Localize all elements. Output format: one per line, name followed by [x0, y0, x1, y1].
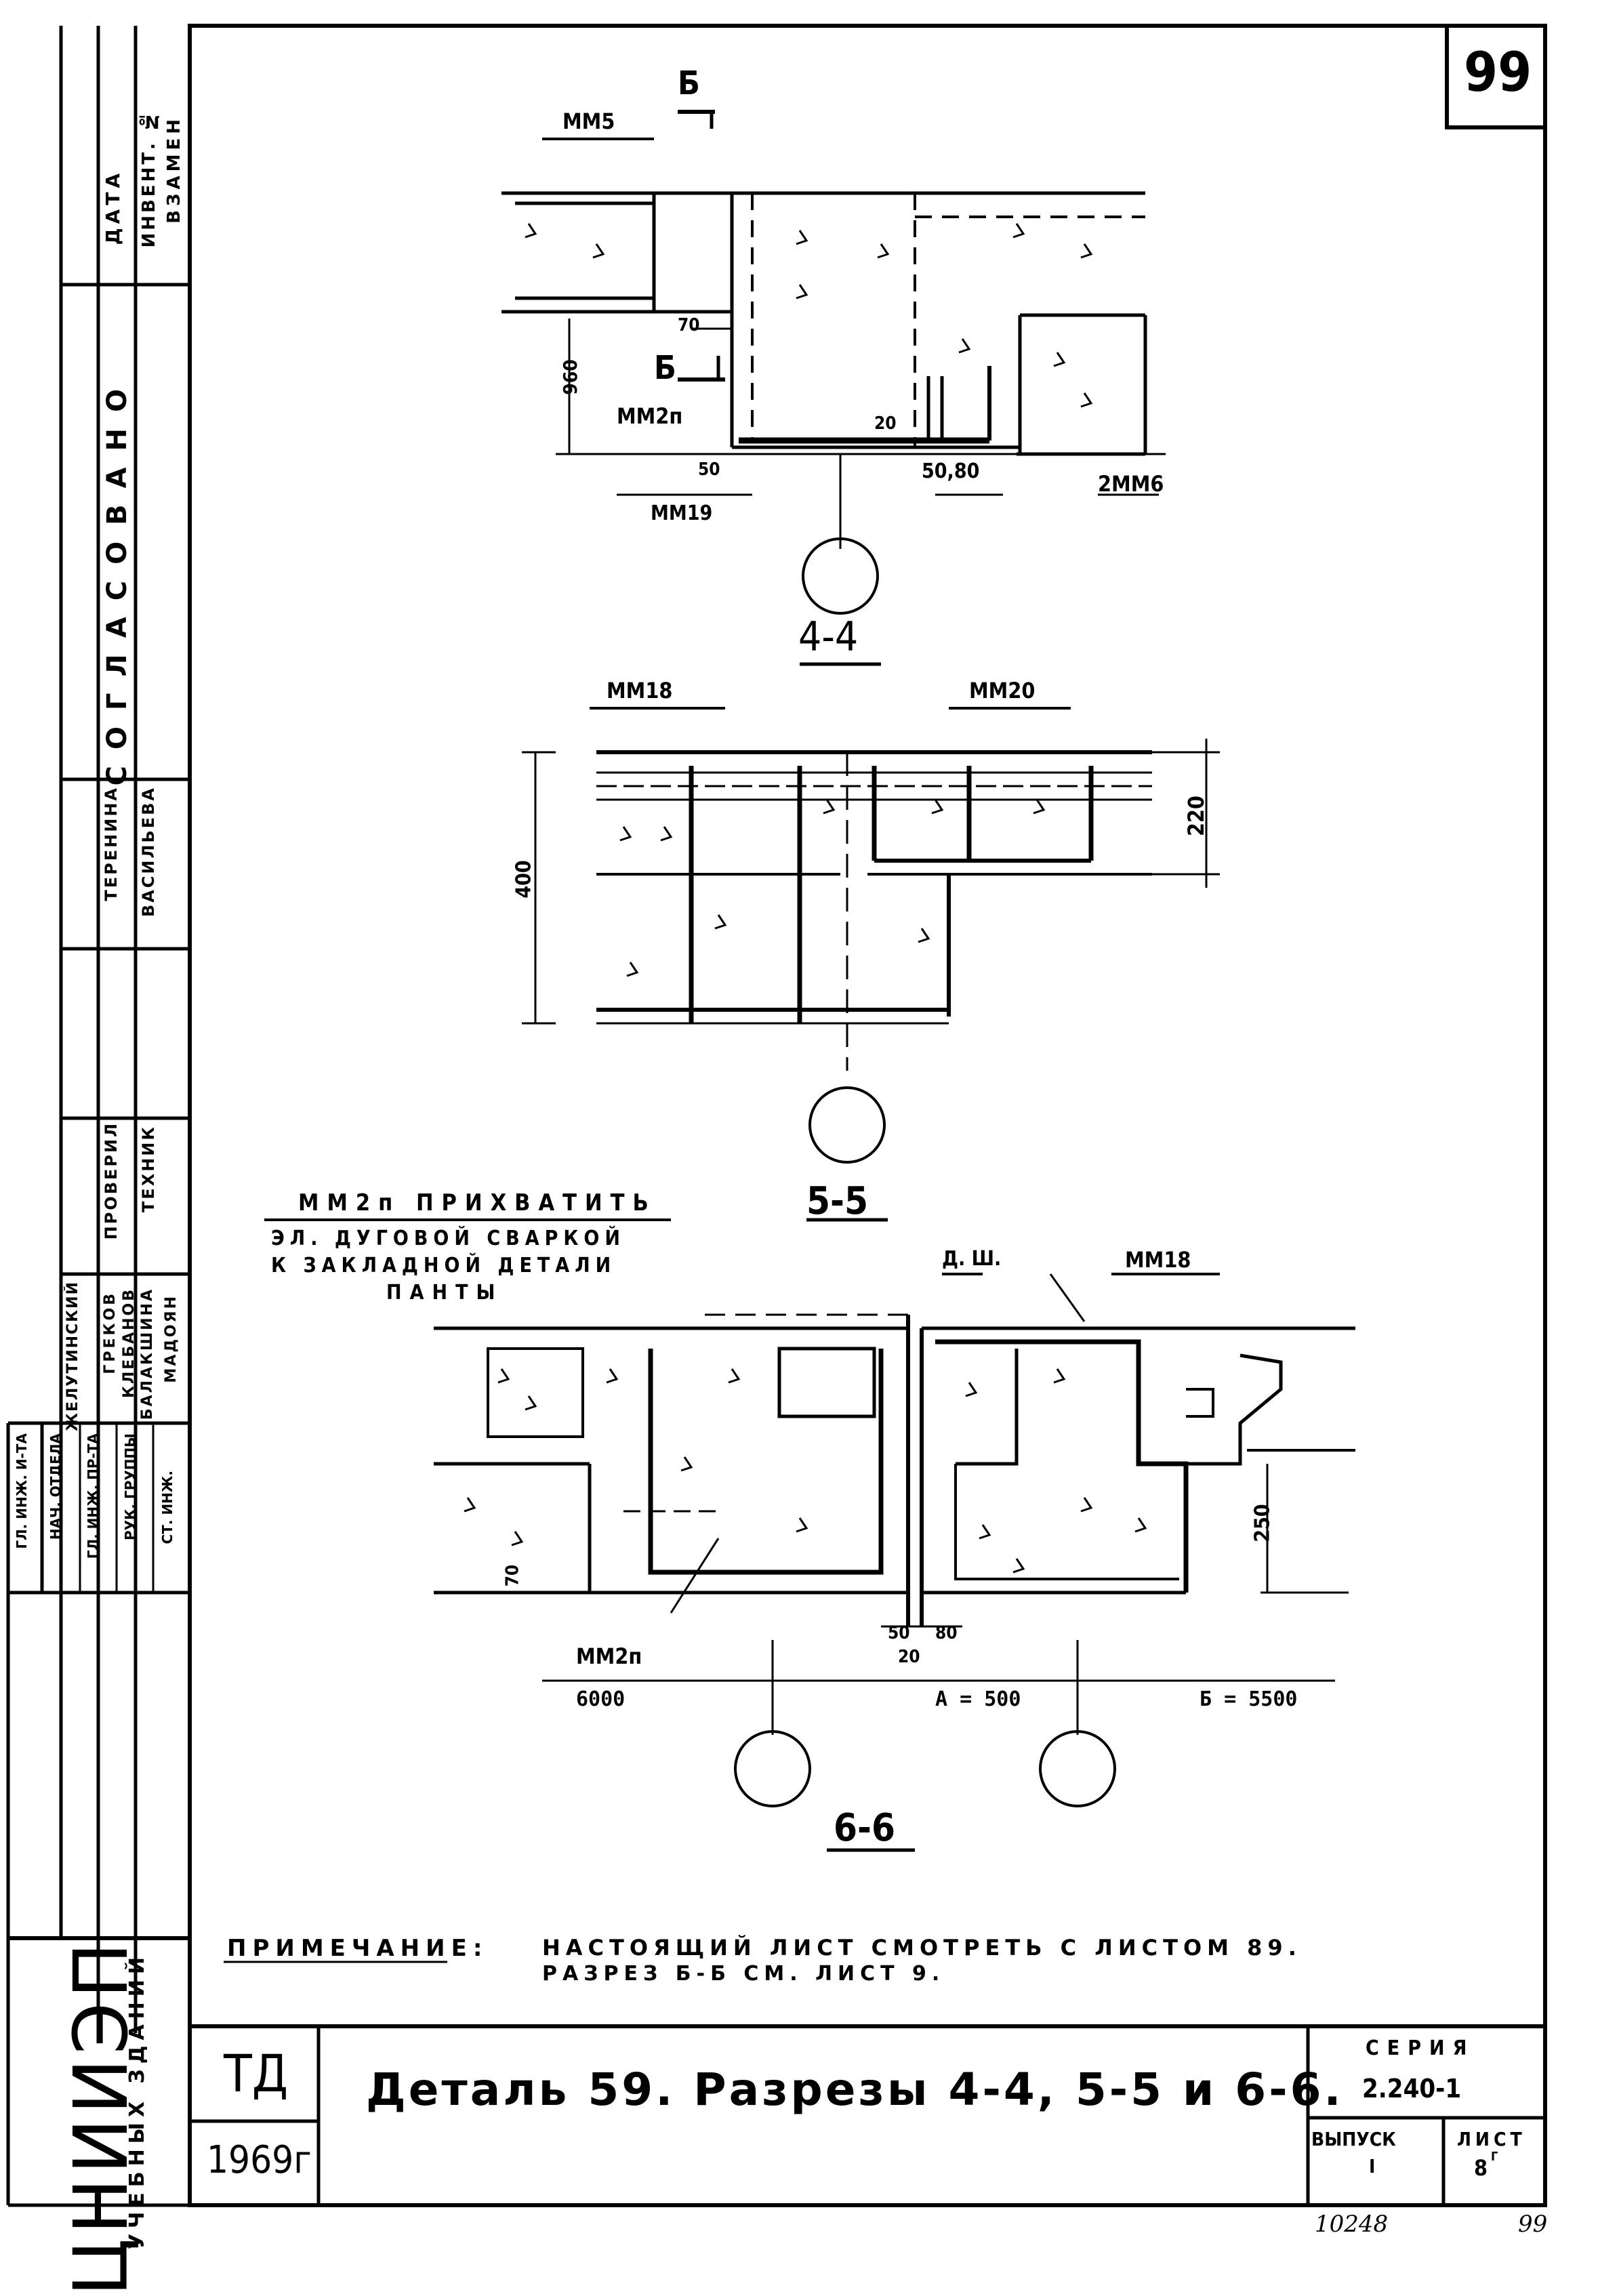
stamp-code: ТД: [224, 2043, 289, 2104]
sheet-frame: [188, 24, 1547, 2207]
dim-50: 50: [698, 459, 720, 480]
tag-mm20: ММ20: [969, 678, 1036, 703]
sheet-suffix: Г: [1491, 2150, 1498, 2164]
tag-dsh: Д. Ш.: [942, 1247, 1002, 1271]
weld-note-line-4: ПАНТЫ: [386, 1281, 504, 1305]
strip-name-vasilyeva: ВАСИЛЬЕВА: [139, 786, 158, 918]
axis-6000: 6000: [576, 1687, 626, 1711]
weld-note-line-2: ЭЛ. ДУГОВОЙ СВАРКОЙ: [271, 1227, 626, 1250]
series-value: 2.240-1: [1362, 2074, 1462, 2104]
series-label: СЕРИЯ: [1366, 2036, 1475, 2060]
section-4-4-label: 4-4: [798, 613, 859, 661]
issue-value: I: [1369, 2155, 1376, 2177]
strip-position-5: СТ. ИНЖ.: [159, 1471, 176, 1544]
note-line-1: НАСТОЯЩИЙ ЛИСТ СМОТРЕТЬ С ЛИСТОМ 89.: [542, 1935, 1302, 1961]
tag-mm18-s66: ММ18: [1125, 1247, 1191, 1273]
section-4-4-drawing: [501, 110, 1166, 666]
issue-label: ВЫПУСК: [1311, 2128, 1396, 2150]
section-5-5-label: 5-5: [806, 1179, 869, 1223]
stamp-year: 1969г: [207, 2138, 312, 2182]
weld-note-line-1: ММ2п ПРИХВАТИТЬ: [298, 1189, 657, 1216]
strip-staff-2: ГРЕКОВ: [102, 1291, 119, 1374]
sheet-label: ЛИСТ: [1457, 2128, 1526, 2150]
strip-staff-1: ЖЕЛУТИНСКИЙ: [64, 1281, 81, 1431]
strip-staff-3: КЛЕБАНОВ: [121, 1288, 138, 1398]
sheet-number: 99: [1464, 41, 1532, 104]
drawing-title: Деталь 59. Разрезы 4-4, 5-5 и 6-6.: [366, 2064, 1344, 2116]
tag-2mm6: 2ММ6: [1098, 471, 1164, 497]
strip-role-technician: ТЕХНИК: [139, 1125, 158, 1213]
dim-50-s66: 50: [888, 1623, 910, 1643]
sheet-value: 8: [1474, 2155, 1488, 2181]
dim-80-s66: 80: [935, 1623, 958, 1643]
strip-staff-5: МАДОЯН: [163, 1294, 180, 1383]
axis-a-500: А = 500: [935, 1687, 1021, 1711]
dim-70-s66: 70: [502, 1564, 523, 1587]
axis-b-5500: Б = 5500: [1200, 1687, 1298, 1711]
strip-staff-4: БАЛАКШИНА: [139, 1288, 156, 1420]
cut-b-top: Б: [678, 64, 700, 102]
org-subtitle: УЧЕБНЫХ ЗДАНИЙ: [125, 1952, 149, 2250]
dim-400: 400: [512, 860, 536, 899]
strip-inventory-label: ИНВЕНТ. №: [139, 108, 159, 248]
strip-position-2: НАЧ. ОТДЕЛА: [47, 1433, 64, 1540]
footer-page-number: 99: [1518, 2211, 1548, 2238]
note-line-2: РАЗРЕЗ Б-Б СМ. ЛИСТ 9.: [542, 1962, 945, 1986]
dim-20-s66: 20: [898, 1647, 920, 1667]
tag-mm18: ММ18: [607, 678, 673, 703]
dim-960: 960: [558, 359, 581, 395]
strip-agreed-label: СОГЛАСОВАНО: [102, 373, 133, 786]
section-5-5-drawing: [522, 707, 1220, 1222]
section-6-6-label: 6-6: [834, 1806, 896, 1850]
dim-220: 220: [1183, 795, 1210, 837]
dim-20: 20: [874, 413, 897, 434]
footer-archive-number: 10248: [1315, 2211, 1389, 2238]
weld-note-line-3: К ЗАКЛАДНОЙ ДЕТАЛИ: [271, 1254, 617, 1277]
strip-position-4: РУК. ГРУППЫ: [122, 1433, 138, 1541]
dim-70: 70: [678, 315, 700, 335]
strip-date-label: ДАТА: [102, 169, 124, 245]
tag-mm2p-s66: ММ2п: [576, 1643, 642, 1669]
tag-mm5: ММ5: [562, 108, 615, 134]
cut-b-bottom: Б: [654, 349, 676, 387]
dim-50-80: 50,80: [922, 459, 980, 483]
strip-replaces-label: ВЗАМЕН: [164, 115, 184, 224]
strip-position-1: ГЛ. ИНЖ. И-ТА: [14, 1433, 30, 1549]
dim-250: 250: [1250, 1504, 1275, 1542]
note-label: ПРИМЕЧАНИЕ:: [227, 1935, 489, 1962]
strip-role-checked: ПРОВЕРИЛ: [102, 1122, 121, 1240]
tag-mm19: ММ19: [651, 501, 713, 525]
strip-name-terenina: ТЕРЕНИНА: [102, 786, 121, 901]
strip-position-3: ГЛ. ИНЖ. ПР-ТА: [85, 1433, 101, 1559]
section-6-6-drawing: [264, 1218, 1355, 1852]
tag-mm2p: ММ2п: [617, 403, 683, 429]
